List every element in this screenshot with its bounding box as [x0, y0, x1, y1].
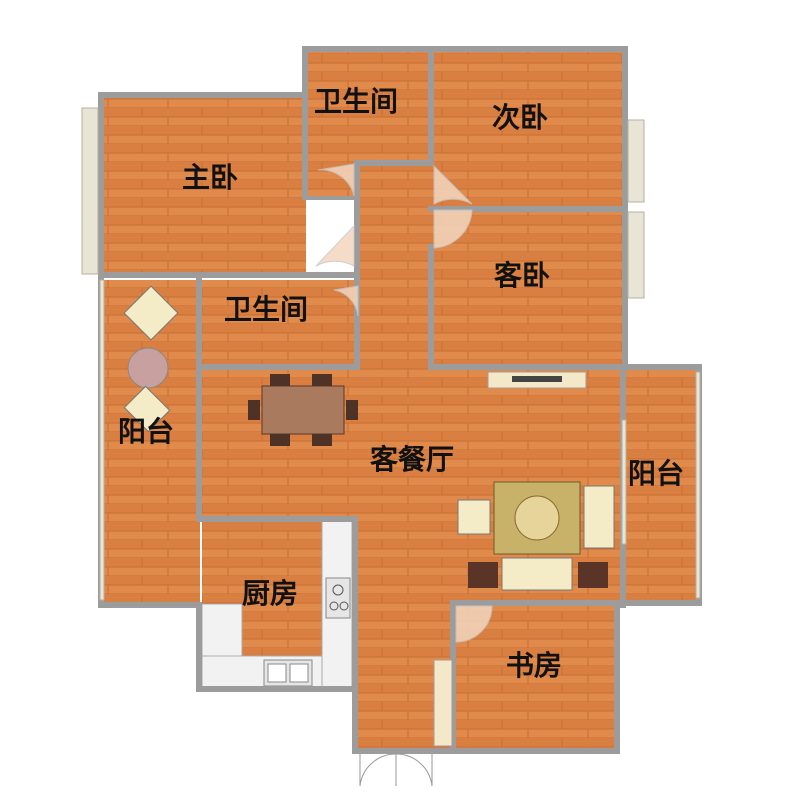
guest-bedroom-floor	[432, 210, 622, 368]
armchair-left	[457, 499, 491, 535]
room-label-second-bedroom: 次卧	[492, 101, 549, 134]
balcony-furniture	[123, 285, 179, 433]
window-second	[627, 119, 645, 203]
balcony-chair-bottom	[123, 385, 171, 433]
room-label-balcony-left: 阳台	[118, 415, 175, 448]
second-bedroom-floor	[432, 52, 622, 210]
sofa-right	[583, 485, 615, 549]
door-swings	[315, 163, 493, 643]
balcony-right-floor	[626, 370, 698, 600]
dining-set	[248, 374, 358, 446]
sink-icon	[263, 659, 313, 687]
room-label-living-dining: 客餐厅	[370, 443, 455, 476]
windows	[81, 107, 701, 601]
room-label-master-bedroom: 主卧	[182, 161, 239, 194]
room-label-study: 书房	[506, 649, 563, 682]
door-guest	[433, 209, 473, 249]
entrance-door	[359, 753, 433, 787]
sofa-bottom	[501, 557, 573, 591]
balcony-round-table	[127, 347, 169, 389]
window-study-wall	[621, 419, 627, 545]
dining-table	[261, 385, 345, 435]
balcony-chair-top	[123, 285, 179, 341]
window-master	[81, 107, 99, 275]
corridor-floor	[358, 164, 432, 368]
room-label-balcony-right: 阳台	[628, 457, 685, 490]
shoe-cabinet	[433, 659, 453, 747]
side-table-right	[578, 562, 608, 588]
tv-cabinet	[487, 371, 587, 389]
window-guest	[627, 211, 645, 299]
floor-areas	[102, 52, 698, 748]
room-label-guest-bedroom: 客卧	[494, 259, 551, 292]
bathroom-middle-floor	[202, 280, 358, 368]
window-balcony-right	[695, 371, 701, 599]
door-second	[433, 164, 473, 205]
door-bath-top	[317, 163, 355, 197]
door-master	[315, 224, 355, 267]
side-table-left	[468, 562, 498, 588]
living-room-set	[457, 481, 615, 591]
master-bedroom-floor	[104, 98, 306, 274]
window-balcony-left	[99, 279, 105, 601]
door-bath-mid	[333, 285, 359, 317]
stove-icon	[325, 577, 351, 619]
room-label-kitchen: 厨房	[242, 577, 299, 610]
kitchen-counters	[201, 519, 353, 689]
room-label-bathroom-top: 卫生间	[314, 85, 399, 118]
door-study	[455, 605, 493, 643]
room-label-bathroom-middle: 卫生间	[224, 293, 309, 326]
